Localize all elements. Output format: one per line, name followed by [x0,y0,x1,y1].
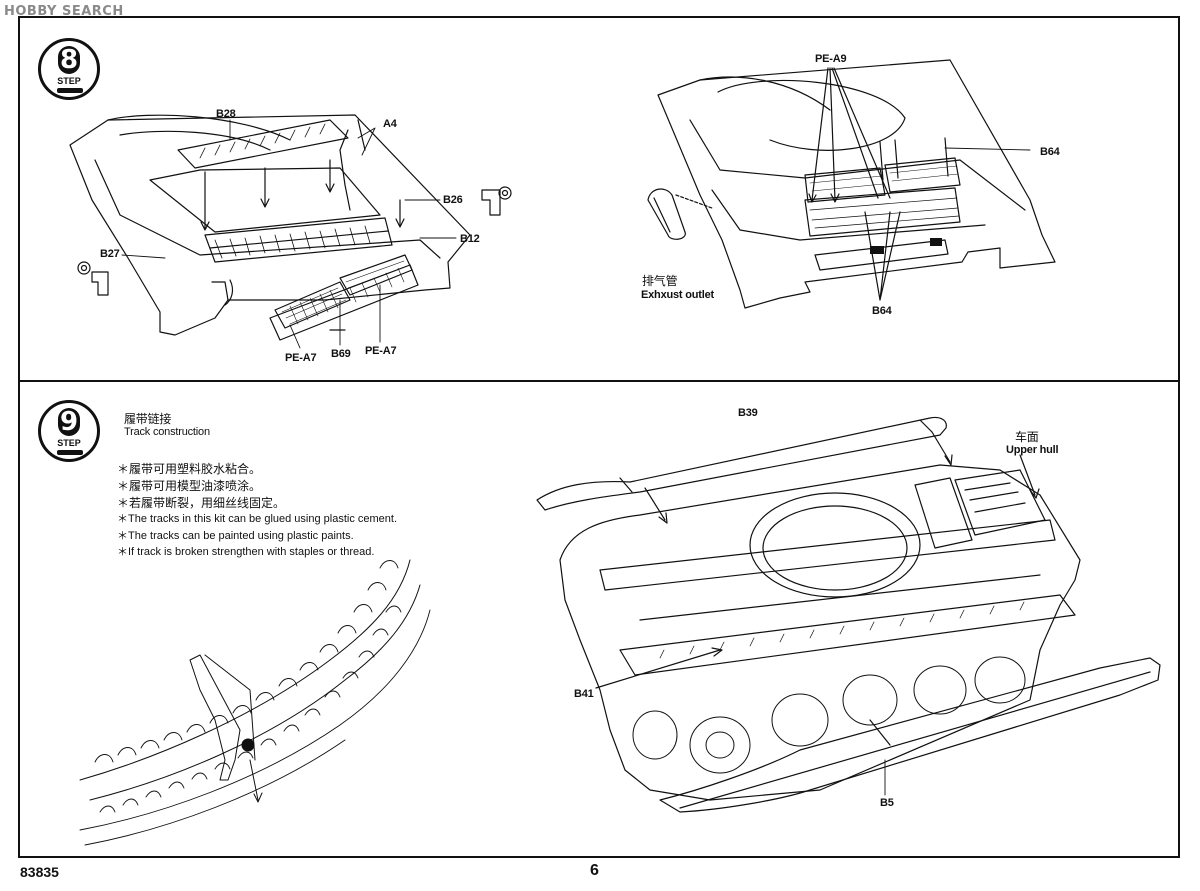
part-label-pe-a7-right: PE-A7 [365,345,397,357]
note-line: ＊若履带断裂，用细丝线固定。 [117,496,286,510]
upper-hull-drawing [536,416,1161,813]
track-heading-en: Track construction [124,426,210,438]
note-line: ＊履带可用塑料胶水粘合。 [117,462,262,476]
note-line: ＊The tracks can be painted using plastic… [117,529,354,542]
page-frame [18,16,1180,858]
tank-icon [57,450,83,455]
step-9-badge: 9 STEP [38,400,100,462]
part-label-b12: B12 [460,233,480,245]
part-label-b69: B69 [331,348,351,360]
exhaust-outlet-label-cn: 排气管 [642,274,678,288]
assembly-notes: ＊履带可用塑料胶水粘合。 ＊履带可用模型油漆喷涂。 ＊若履带断裂，用细丝线固定。… [117,460,447,561]
note-line: ＊If track is broken strengthen with stap… [117,546,375,558]
step-divider [18,380,1180,382]
upper-hull-label-en: Upper hull [1006,444,1059,456]
part-label-b39: B39 [738,407,758,419]
exhaust-pipe-part-b26 [481,186,512,216]
part-label-b27: B27 [100,248,120,260]
engine-deck-drawing-left [69,114,471,341]
step-9-word: STEP [57,438,81,448]
page-number: 6 [590,862,599,879]
note-line: ＊The tracks in this kit can be glued usi… [117,513,398,525]
part-label-b28: B28 [216,108,236,120]
engine-deck-drawing-right [657,59,1056,309]
note-line: ＊履带可用模型油漆喷涂。 [117,479,262,493]
part-label-pe-a9: PE-A9 [815,53,847,65]
exhaust-outlet-label-en: Exhxust outlet [641,289,714,301]
part-label-b26: B26 [443,194,463,206]
track-heading-cn: 履带链接 [124,412,172,426]
track-links-drawing [79,559,431,846]
kit-number: 83835 [20,864,59,880]
part-label-b5: B5 [880,797,894,809]
part-label-a4: A4 [383,118,397,130]
exhaust-pipe-part-b27 [77,261,109,296]
part-label-pe-a7-left: PE-A7 [285,352,317,364]
step-8-badge: 8 STEP [38,38,100,100]
part-label-b41: B41 [574,688,594,700]
part-label-b64-top: B64 [1040,146,1060,158]
exhaust-outlet-part [647,188,713,240]
part-label-b64-bottom: B64 [872,305,892,317]
watermark-text: HOBBY SEARCH [4,4,124,19]
step-8-word: STEP [57,76,81,86]
upper-hull-label-cn: 车面 [1015,430,1039,444]
step-8-number: 8 [59,45,79,75]
tank-icon [57,88,83,93]
step-9-number: 9 [59,407,79,437]
